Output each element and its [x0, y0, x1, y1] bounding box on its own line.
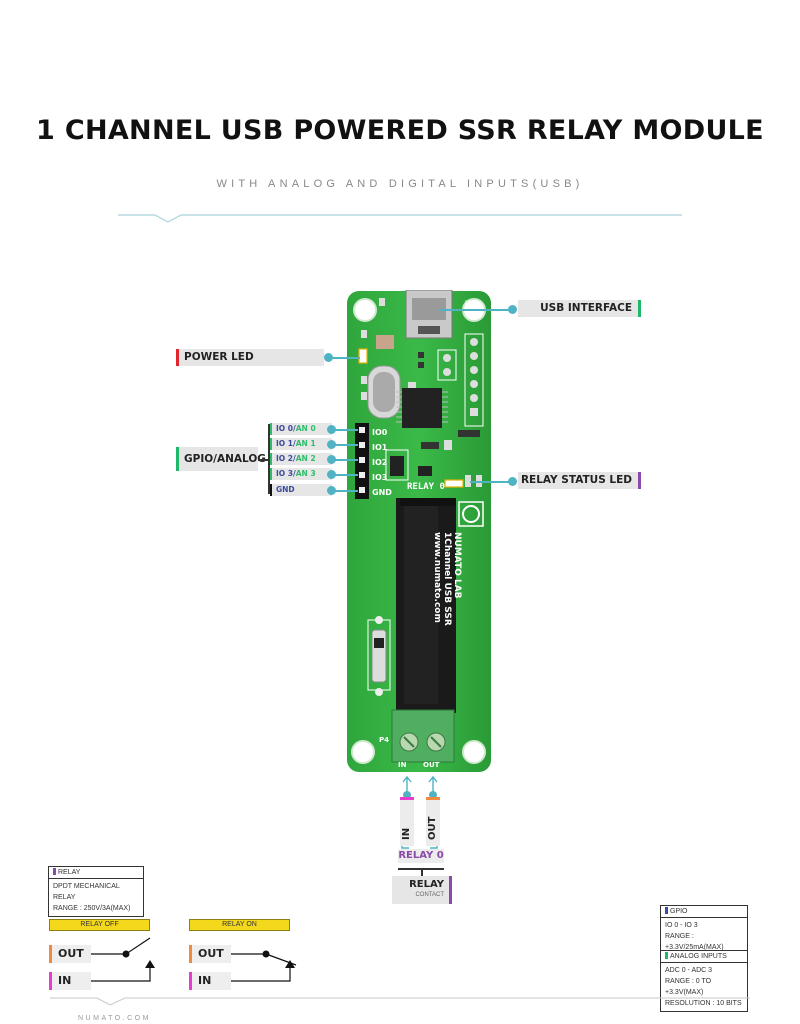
gpio-analog-label: GPIO/ANALOG [176, 447, 266, 471]
pin-label-io3: IO 3/AN 3 [270, 468, 332, 480]
analog-info-line: RANGE : 0 TO +3.3V(MAX) [665, 978, 712, 996]
gpio-info-title: GPIO [670, 908, 688, 915]
out-tag: OUT [426, 800, 440, 846]
pin-line-gnd [334, 490, 358, 492]
in-color-bar [400, 797, 414, 800]
out-color-bar [426, 797, 440, 800]
footer-divider [50, 997, 750, 1006]
in-tag: IN [400, 800, 414, 846]
pin-dot-io1 [327, 440, 336, 449]
page-subtitle: WITH ANALOG AND DIGITAL INPUTS(USB) [216, 178, 584, 190]
relay-contact-title: RELAY [409, 879, 444, 890]
pin-label-io0: IO 0/AN 0 [270, 423, 332, 435]
pin-dot-io3 [327, 470, 336, 479]
gpio-bracket [268, 424, 270, 494]
pin-line-io2 [334, 459, 358, 461]
relay-info-box: RELAY DPDT MECHANICAL RELAY RANGE : 250V… [48, 866, 144, 917]
relay-off-in-label: IN [49, 972, 91, 990]
gpio-bracket-stem [258, 459, 268, 461]
relay-on-switch-diagram [231, 950, 297, 982]
brand-line-3: www.numato.com [432, 532, 442, 623]
pin-label-io1: IO 1/AN 1 [270, 438, 332, 450]
relay0-tag: RELAY 0 [398, 849, 444, 863]
relay-info-line: DPDT MECHANICAL RELAY [53, 883, 120, 901]
relay-on-banner: RELAY ON [189, 919, 290, 931]
relay-contact-box: RELAY CONTACT [392, 876, 452, 904]
board-pin-io2: IO2 [372, 458, 388, 467]
usb-interface-label: USB INTERFACE [518, 300, 641, 317]
relay-on-out-label: OUT [189, 945, 231, 963]
gpio-info-line: RANGE : +3.3V/25mA(MAX) [665, 933, 724, 951]
relay-status-led-label: RELAY STATUS LED [518, 472, 641, 489]
relay-on-in-label: IN [189, 972, 231, 990]
gpio-info-box: GPIO IO 0 - IO 3 RANGE : +3.3V/25mA(MAX) [660, 905, 748, 956]
pin-line-io3 [334, 474, 358, 476]
analog-info-title: ANALOG INPUTS [670, 953, 727, 960]
power-led-leader-line [330, 357, 360, 359]
power-led-label: POWER LED [176, 349, 324, 366]
terminal-connectors [401, 775, 438, 849]
pin-dot-io0 [327, 425, 336, 434]
relay-info-swatch [53, 868, 56, 875]
usb-leader-dot [508, 305, 517, 314]
relay-off-out-label: OUT [49, 945, 91, 963]
board-terminal-in: IN [398, 761, 407, 769]
gpio-info-line: IO 0 - IO 3 [665, 922, 698, 929]
analog-info-line: RESOLUTION : 10 BITS [665, 1000, 742, 1007]
pin-dot-io2 [327, 455, 336, 464]
header-divider [118, 214, 682, 223]
relay-off-banner: RELAY OFF [49, 919, 150, 931]
relay-led-dot [508, 477, 517, 486]
pin-line-io1 [334, 444, 358, 446]
footer-site: NUMATO.COM [78, 1015, 151, 1022]
board-p4-label: P4 [379, 736, 390, 744]
gpio-info-swatch [665, 907, 668, 914]
relay-info-title: RELAY [58, 869, 81, 876]
board-pin-io1: IO1 [372, 443, 388, 452]
relay-info-line: RANGE : 250V/3A(MAX) [53, 905, 131, 912]
relay-off-switch-diagram [91, 937, 155, 982]
pin-dot-gnd [327, 486, 336, 495]
board-pin-io3: IO3 [372, 473, 388, 482]
pcb-board [346, 289, 492, 773]
board-icsp-label: ICSP [463, 300, 471, 316]
power-led-dot [324, 353, 333, 362]
analog-info-box: ANALOG INPUTS ADC 0 - ADC 3 RANGE : 0 TO… [660, 950, 748, 1012]
board-pin-io0: IO0 [372, 428, 388, 437]
board-terminal-out: OUT [423, 761, 440, 769]
analog-info-line: ADC 0 - ADC 3 [665, 967, 713, 974]
brand-line-1: NUMATO LAB [452, 532, 462, 599]
usb-leader-line [440, 309, 512, 311]
pin-line-io0 [334, 429, 358, 431]
board-pin-gnd: GND [372, 488, 392, 497]
pin-label-io2: IO 2/AN 2 [270, 453, 332, 465]
board-brand-text: NUMATO LAB 1Channel USB SSR www.numato.c… [432, 532, 462, 626]
board-pin-labels: IO0 IO1 IO2 IO3 GND [372, 425, 392, 500]
brand-line-2: 1Channel USB SSR [442, 532, 452, 626]
relay-bracket-stem [421, 868, 423, 876]
out-tag-label: OUT [427, 816, 438, 840]
page-title: 1 CHANNEL USB POWERED SSR RELAY MODULE [36, 115, 764, 146]
relay-contact-sub: CONTACT [415, 892, 444, 898]
in-tag-label: IN [401, 827, 412, 840]
board-relay-label: RELAY 0 [407, 482, 445, 492]
analog-info-swatch [665, 952, 668, 959]
pin-label-gnd: GND [270, 484, 332, 496]
relay-led-leader-line [470, 481, 512, 483]
